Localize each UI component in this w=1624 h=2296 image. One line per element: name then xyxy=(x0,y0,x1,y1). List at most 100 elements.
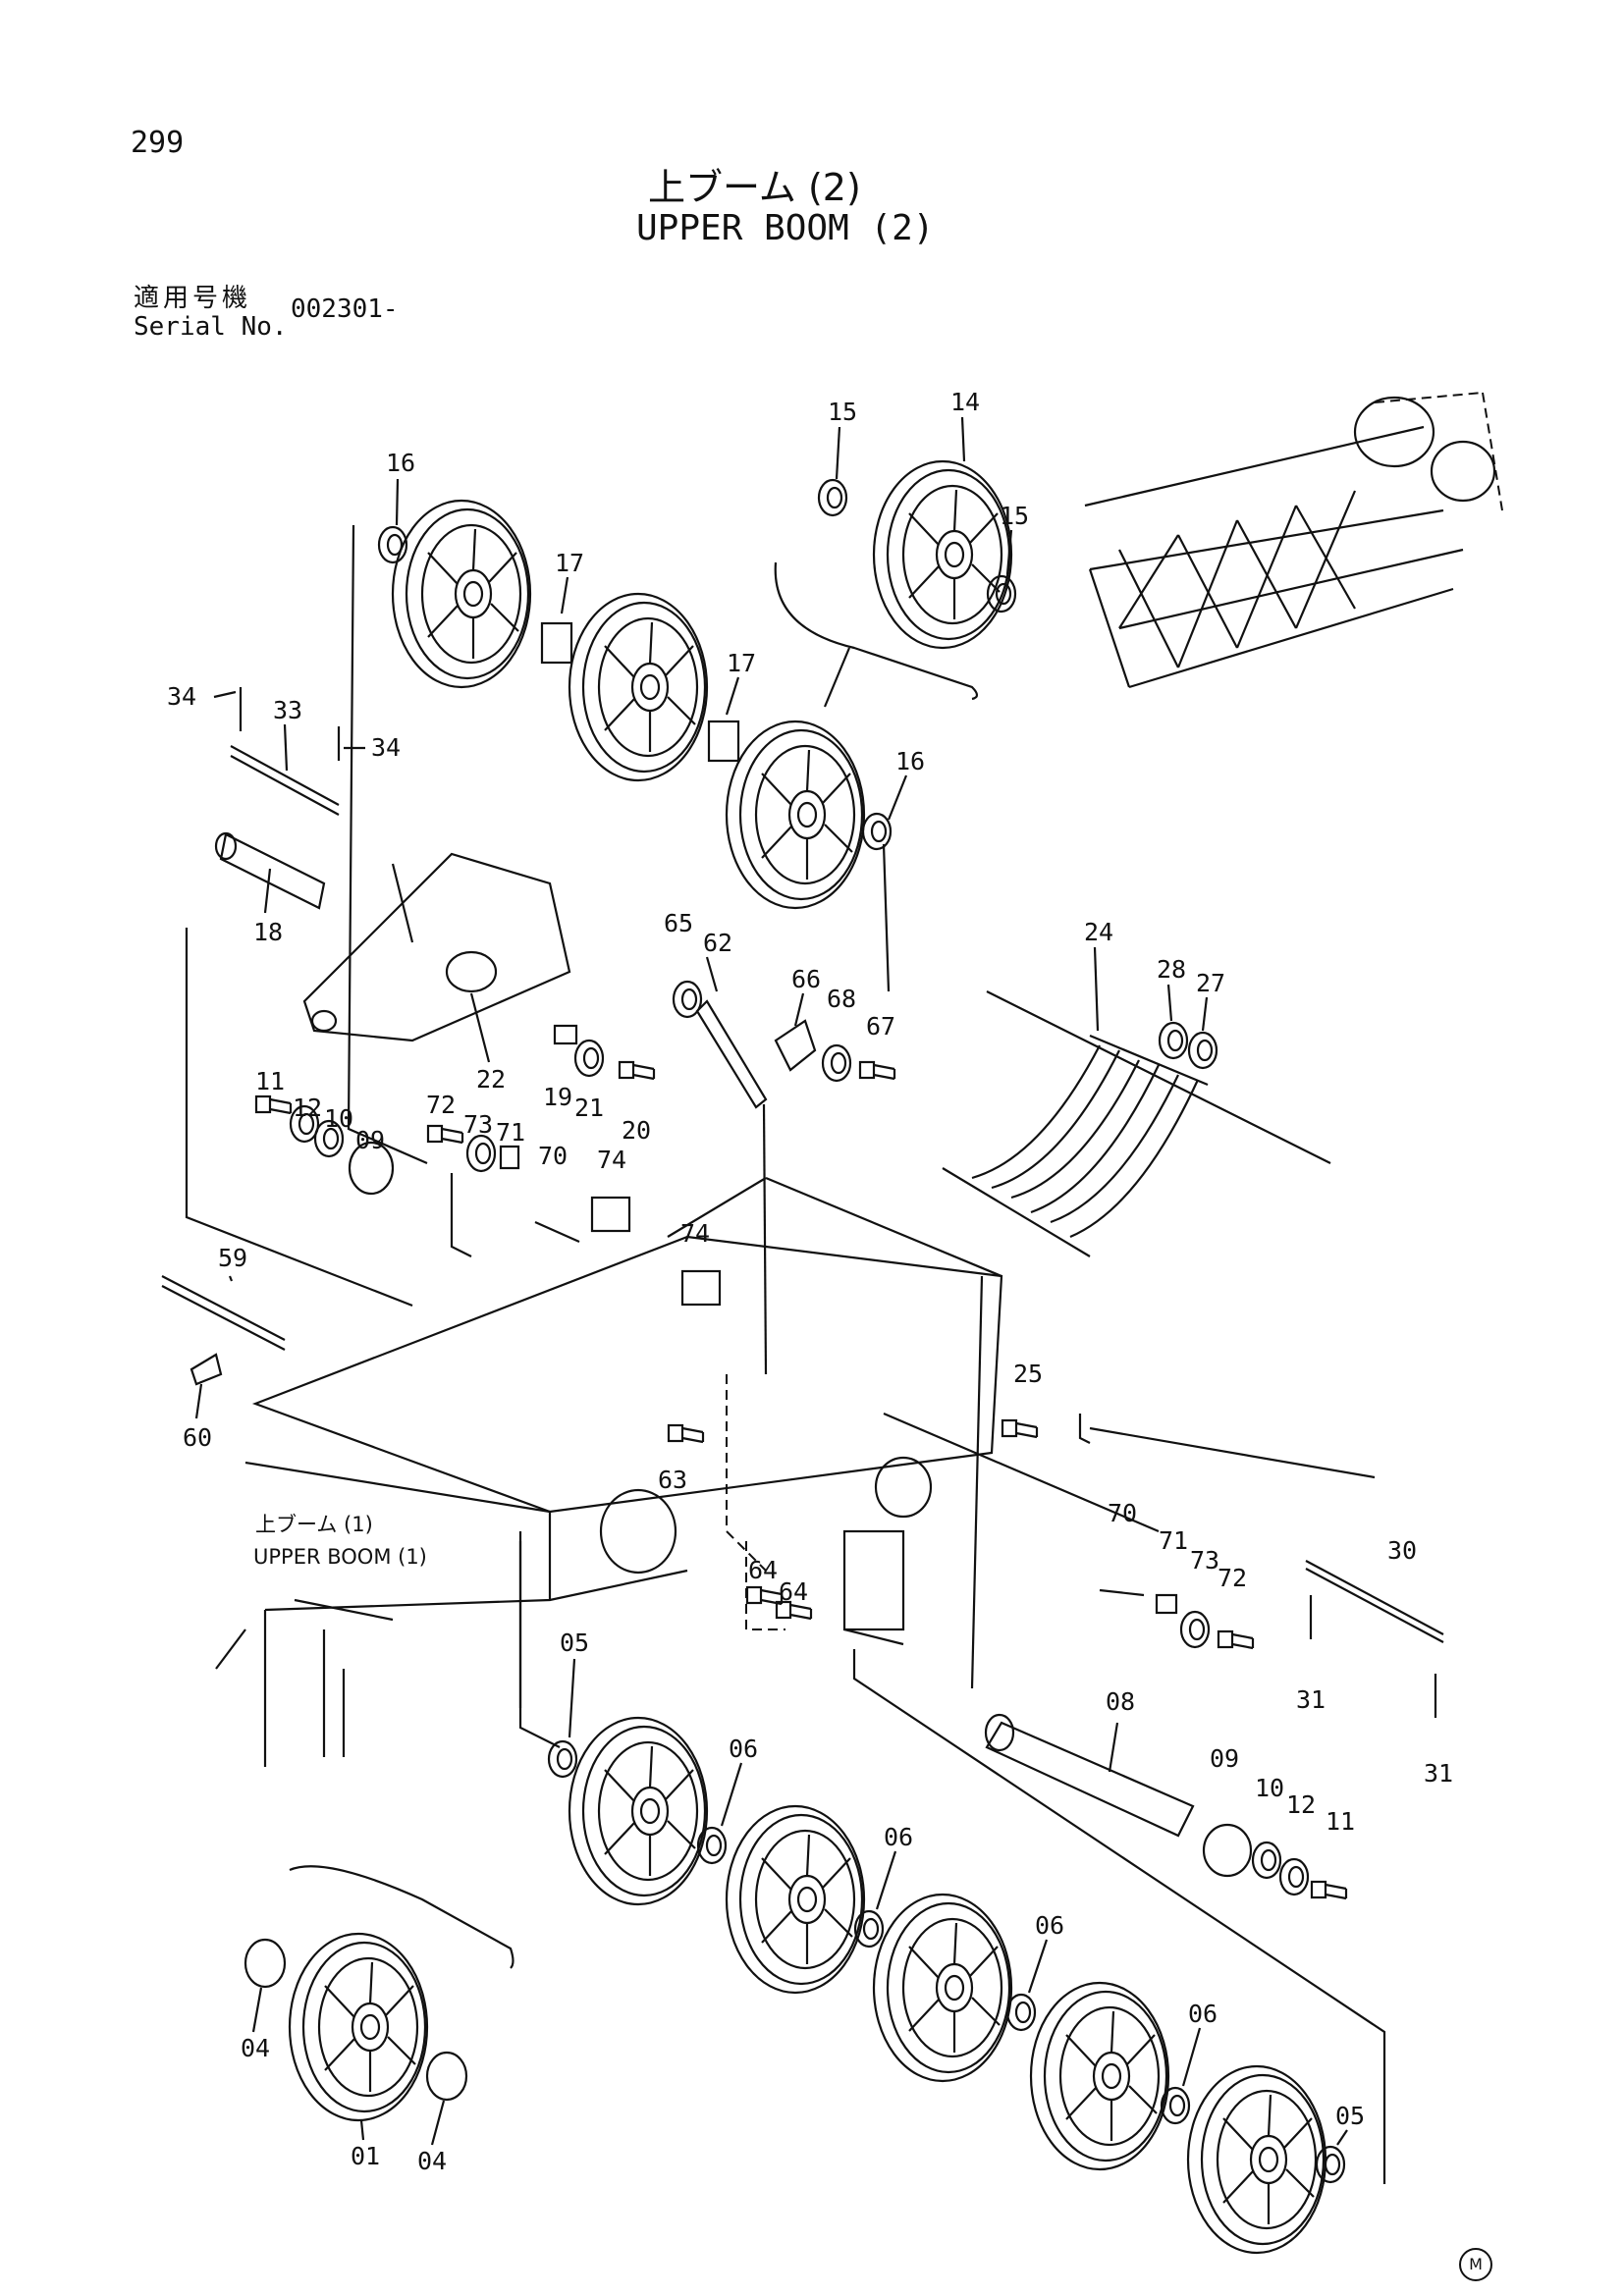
collar-09-bottom xyxy=(1202,1823,1253,1878)
callout-74: 74 xyxy=(597,1146,626,1174)
callout-19: 19 xyxy=(543,1083,572,1111)
callout-67: 67 xyxy=(866,1012,895,1041)
callout-66: 66 xyxy=(791,965,821,993)
callout-63: 63 xyxy=(658,1466,687,1494)
collar-74-top xyxy=(590,1196,631,1233)
bushing-05-bottom xyxy=(1315,2145,1346,2184)
callout-21: 21 xyxy=(574,1094,604,1122)
callout-73: 73 xyxy=(1190,1546,1219,1575)
upper-boom-frame xyxy=(215,1176,1160,1767)
lower-sheave-5 xyxy=(1186,2064,1327,2255)
pin-18 xyxy=(219,832,326,910)
plate-10-bottom xyxy=(1251,1841,1282,1880)
pin-30 xyxy=(1305,1560,1444,1635)
callout-17: 17 xyxy=(555,549,584,577)
washer-12-bottom xyxy=(1278,1857,1310,1896)
nut-28 xyxy=(1158,1021,1189,1060)
callout-04: 04 xyxy=(417,2147,447,2175)
spacer-17-bottom xyxy=(707,720,740,763)
pin-33 xyxy=(230,745,340,806)
plate-71-bottom xyxy=(1155,1593,1178,1615)
washer-73-top xyxy=(465,1134,497,1173)
spacer-06-3 xyxy=(1005,1993,1037,2032)
bolt-11-bottom xyxy=(1310,1880,1348,1900)
callout-11: 11 xyxy=(1326,1807,1355,1836)
serial-label-japanese: 適用号機 xyxy=(134,284,252,313)
callout-70: 70 xyxy=(538,1142,568,1170)
callout-20: 20 xyxy=(622,1116,651,1145)
callout-68: 68 xyxy=(827,985,856,1013)
bushing-05-top xyxy=(547,1739,578,1779)
washer-21 xyxy=(573,1039,605,1078)
sheave-14 xyxy=(872,459,1013,650)
callout-33: 33 xyxy=(273,696,302,724)
callout-64: 64 xyxy=(748,1556,778,1584)
collar-09-top xyxy=(348,1141,395,1196)
callout-59: 59 xyxy=(218,1244,247,1272)
callout-31: 31 xyxy=(1424,1759,1453,1788)
bolt-20 xyxy=(618,1060,656,1081)
callout-12: 12 xyxy=(293,1094,322,1122)
pin-70-bottom xyxy=(1099,1588,1145,1597)
bolt-25 xyxy=(1001,1418,1039,1439)
serial-number-value: 002301- xyxy=(291,294,399,324)
callout-08: 08 xyxy=(1106,1687,1135,1716)
upper-sheave-middle xyxy=(568,592,709,782)
plate-71-top xyxy=(499,1145,520,1170)
bearing-04-right xyxy=(425,2051,468,2102)
callout-01: 01 xyxy=(351,2142,380,2170)
callout-60: 60 xyxy=(183,1423,212,1452)
copyright-mark: M xyxy=(1459,2248,1492,2281)
spacer-17-top xyxy=(540,621,573,665)
callout-11: 11 xyxy=(255,1067,285,1095)
lower-sheave-3 xyxy=(872,1893,1013,2083)
callout-16: 16 xyxy=(895,747,925,775)
callout-62: 62 xyxy=(703,929,732,957)
lower-sheave-4 xyxy=(1029,1981,1170,2171)
damper-62 xyxy=(695,999,768,1109)
callout-06: 06 xyxy=(1035,1911,1064,1940)
bolt-72-bottom xyxy=(1217,1629,1255,1650)
callout-24: 24 xyxy=(1084,918,1113,946)
shaft-08 xyxy=(985,1721,1195,1838)
callout-73: 73 xyxy=(463,1110,493,1139)
callout-15: 15 xyxy=(828,398,857,426)
page-title-japanese: 上ブーム (2) xyxy=(648,166,861,209)
callout-30: 30 xyxy=(1387,1536,1417,1565)
callout-10: 10 xyxy=(324,1104,353,1133)
callout-10: 10 xyxy=(1255,1774,1284,1802)
reference-upper-boom-1-jp: 上ブーム (1) xyxy=(255,1513,373,1536)
upper-sheave-right xyxy=(725,720,866,910)
sheave-01 xyxy=(288,1932,429,2122)
callout-18: 18 xyxy=(253,918,283,946)
callout-06: 06 xyxy=(729,1735,758,1763)
bracket-66 xyxy=(774,1019,817,1072)
inset-boom-overview xyxy=(1084,392,1503,689)
page-number: 299 xyxy=(131,126,185,160)
callout-09: 09 xyxy=(355,1126,385,1154)
callout-74: 74 xyxy=(680,1219,710,1248)
bushing-16-top xyxy=(377,525,408,564)
upper-sheave-left xyxy=(391,499,532,689)
washer-27 xyxy=(1187,1031,1218,1070)
bolt-67 xyxy=(858,1060,896,1081)
callout-34: 34 xyxy=(371,733,401,762)
page-title-english: UPPER BOOM (2) xyxy=(636,208,935,248)
callout-72: 72 xyxy=(1218,1564,1247,1592)
callout-17: 17 xyxy=(727,649,756,677)
serial-label-english: Serial No. xyxy=(134,312,288,342)
reference-upper-boom-1-en: UPPER BOOM (1) xyxy=(253,1545,427,1569)
mounting-post xyxy=(842,1456,933,1646)
callout-71: 71 xyxy=(496,1118,525,1147)
bolt-72-top xyxy=(426,1124,464,1145)
washer-68 xyxy=(821,1043,852,1083)
bearing-04-left xyxy=(244,1938,287,1989)
bushing-15-left xyxy=(817,478,848,517)
callout-64: 64 xyxy=(779,1577,808,1606)
group-bracket-upper xyxy=(774,561,979,701)
lower-sheave-2 xyxy=(725,1804,866,1995)
callout-28: 28 xyxy=(1157,955,1186,984)
clip-60 xyxy=(189,1353,223,1386)
bracket-22 xyxy=(302,852,571,1042)
